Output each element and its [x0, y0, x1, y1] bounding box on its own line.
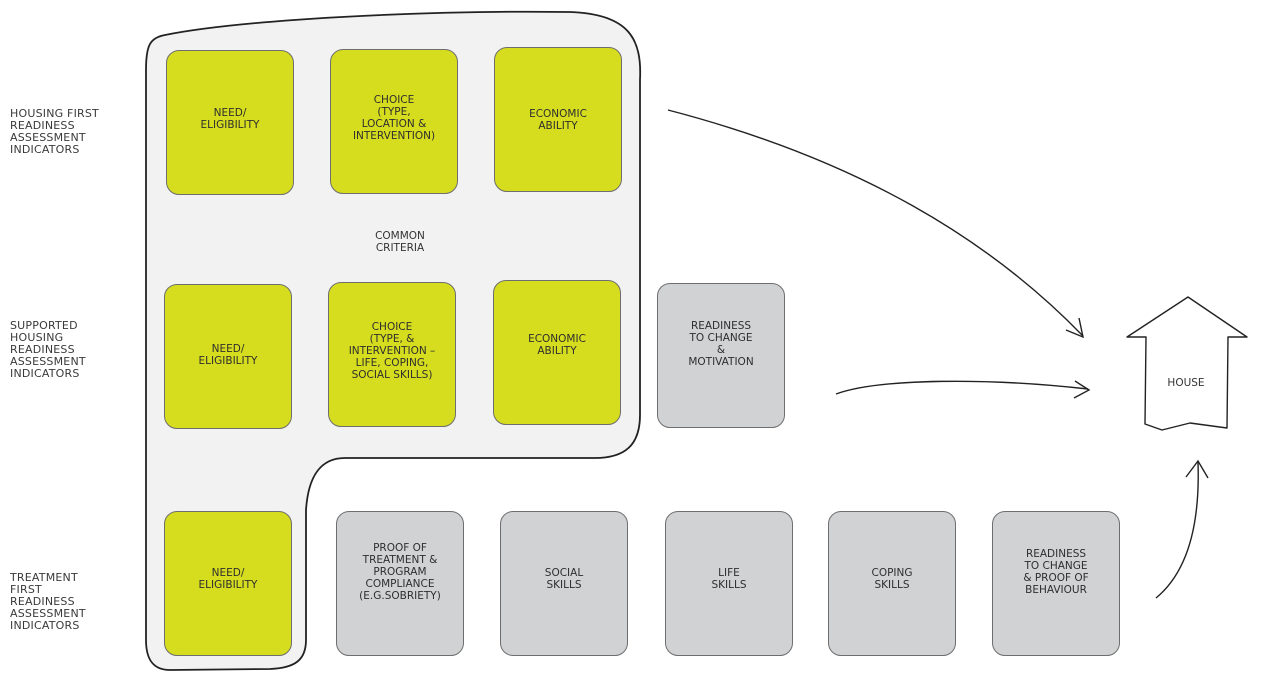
box-supported-economic-ability: ECONOMIC ABILITY [493, 280, 621, 425]
house-outline [1126, 296, 1248, 431]
box-label: ECONOMIC ABILITY [529, 108, 587, 132]
row-label-treatment-first: TREATMENT FIRST READINESS ASSESSMENT IND… [10, 571, 86, 632]
box-label: COPING SKILLS [871, 567, 913, 591]
box-label: NEED/ ELIGIBILITY [198, 343, 258, 367]
box-housing-first-choice: CHOICE (TYPE, LOCATION & INTERVENTION) [330, 49, 458, 194]
box-label: CHOICE (TYPE, LOCATION & INTERVENTION) [352, 94, 436, 142]
house-label: HOUSE [1167, 377, 1205, 389]
box-supported-readiness-motivation: READINESS TO CHANGE & MOTIVATION [657, 283, 785, 428]
box-label: NEED/ ELIGIBILITY [200, 107, 260, 131]
box-treatment-social-skills: SOCIAL SKILLS [500, 511, 628, 656]
arrow-supported-housing-to-house [835, 380, 1089, 395]
box-label: PROOF OF TREATMENT & PROGRAM COMPLIANCE … [359, 542, 441, 602]
box-label: ECONOMIC ABILITY [528, 333, 586, 357]
arrowhead-housing-first [1065, 317, 1084, 339]
box-label: READINESS TO CHANGE & MOTIVATION [688, 320, 754, 368]
arrowhead-supported-housing [1073, 380, 1091, 399]
box-housing-first-economic-ability: ECONOMIC ABILITY [494, 47, 622, 192]
arrow-treatment-first-to-house [1155, 461, 1199, 599]
row-label-housing-first: HOUSING FIRST READINESS ASSESSMENT INDIC… [10, 107, 99, 156]
arrow-housing-first-to-house [667, 109, 1084, 337]
row-label-supported-housing: SUPPORTED HOUSING READINESS ASSESSMENT I… [10, 319, 86, 380]
box-label: CHOICE (TYPE, & INTERVENTION – LIFE, COP… [348, 321, 436, 381]
box-supported-choice: CHOICE (TYPE, & INTERVENTION – LIFE, COP… [328, 282, 456, 427]
box-treatment-life-skills: LIFE SKILLS [665, 511, 793, 656]
arrowhead-treatment-first [1185, 459, 1209, 479]
common-criteria-label: COMMON CRITERIA [375, 230, 425, 254]
box-treatment-coping-skills: COPING SKILLS [828, 511, 956, 656]
box-treatment-proof-of-treatment: PROOF OF TREATMENT & PROGRAM COMPLIANCE … [336, 511, 464, 656]
box-treatment-readiness-proof-of-behaviour: READINESS TO CHANGE & PROOF OF BEHAVIOUR [992, 511, 1120, 656]
box-housing-first-need-eligibility: NEED/ ELIGIBILITY [166, 50, 294, 195]
box-label: LIFE SKILLS [711, 567, 747, 591]
box-supported-need-eligibility: NEED/ ELIGIBILITY [164, 284, 292, 429]
box-label: NEED/ ELIGIBILITY [198, 567, 258, 591]
box-treatment-need-eligibility: NEED/ ELIGIBILITY [164, 511, 292, 656]
box-label: SOCIAL SKILLS [544, 567, 584, 591]
box-label: READINESS TO CHANGE & PROOF OF BEHAVIOUR [1023, 548, 1089, 596]
